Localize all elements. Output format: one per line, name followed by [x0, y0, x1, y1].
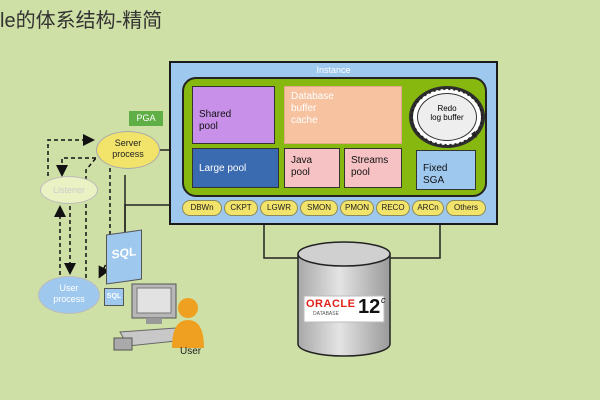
dashed-user-to-server [85, 157, 97, 278]
redo-log-buffer: Redo log buffer [417, 93, 477, 141]
process-arcn: ARCn [412, 200, 444, 216]
redo-line1: Redo [437, 104, 457, 113]
redo-ring-ticks [411, 88, 483, 146]
oracle-brand: ORACLE [306, 298, 356, 310]
computer-icon [113, 283, 187, 351]
instance-db-line-left [263, 225, 298, 259]
dashed-listener-to-server [47, 134, 95, 176]
process-lgwr: LGWR [260, 200, 298, 216]
server-process: Server process [96, 131, 160, 169]
database-cylinder-icon [297, 241, 391, 357]
instance-db-line-right [390, 225, 441, 259]
version-suffix: c [381, 295, 386, 305]
fixed-sga-line1: Fixed [423, 163, 448, 174]
process-ckpt: CKPT [224, 200, 258, 216]
server-process-line2: process [112, 149, 144, 159]
shared-pool: Shared pool [192, 86, 275, 144]
large-pool: Large pool [192, 148, 279, 188]
user-process-line1: User [59, 283, 79, 293]
fixed-sga: Fixed SGA [416, 150, 476, 190]
streams-pool-line1: Streams [351, 155, 389, 166]
user-process-line2: process [53, 294, 85, 304]
page-title: le的体系结构-精简 [0, 10, 163, 32]
process-pmon: PMON [340, 200, 374, 216]
dbc-line1: Database [291, 91, 334, 102]
version-number: 12 [358, 296, 381, 318]
sql-document-large: SQL [106, 229, 142, 285]
java-pool-line2: pool [291, 167, 310, 178]
server-process-line1: Server [114, 138, 142, 148]
dbc-line3: cache [291, 115, 318, 126]
shared-pool-line1: Shared [199, 109, 232, 120]
user-label: User [180, 346, 202, 357]
streams-pool-line2: pool [351, 167, 370, 178]
database-buffer-cache: Database buffer cache [284, 86, 402, 144]
streams-pool: Streams pool [344, 148, 402, 188]
sql-document-small: SQL [104, 288, 124, 306]
process-others: Others [446, 200, 486, 216]
process-smon: SMON [300, 200, 338, 216]
fixed-sga-line2: SGA [423, 175, 445, 186]
listener: Listener [40, 176, 98, 204]
java-pool: Java pool [284, 148, 340, 188]
database-sub: DATABASE [313, 311, 339, 317]
java-pool-line1: Java [291, 155, 313, 166]
redo-line2: log buffer [430, 113, 464, 122]
user-process: User process [38, 276, 100, 314]
dashed-server-to-listener [56, 157, 96, 177]
process-dbwn: DBWn [182, 200, 222, 216]
process-reco: RECO [376, 200, 410, 216]
pga-badge: PGA [129, 111, 163, 126]
user-person-icon [172, 298, 204, 348]
dbc-line2: buffer [291, 103, 317, 114]
shared-pool-line2: pool [199, 121, 218, 132]
instance-label: Instance [316, 65, 351, 75]
